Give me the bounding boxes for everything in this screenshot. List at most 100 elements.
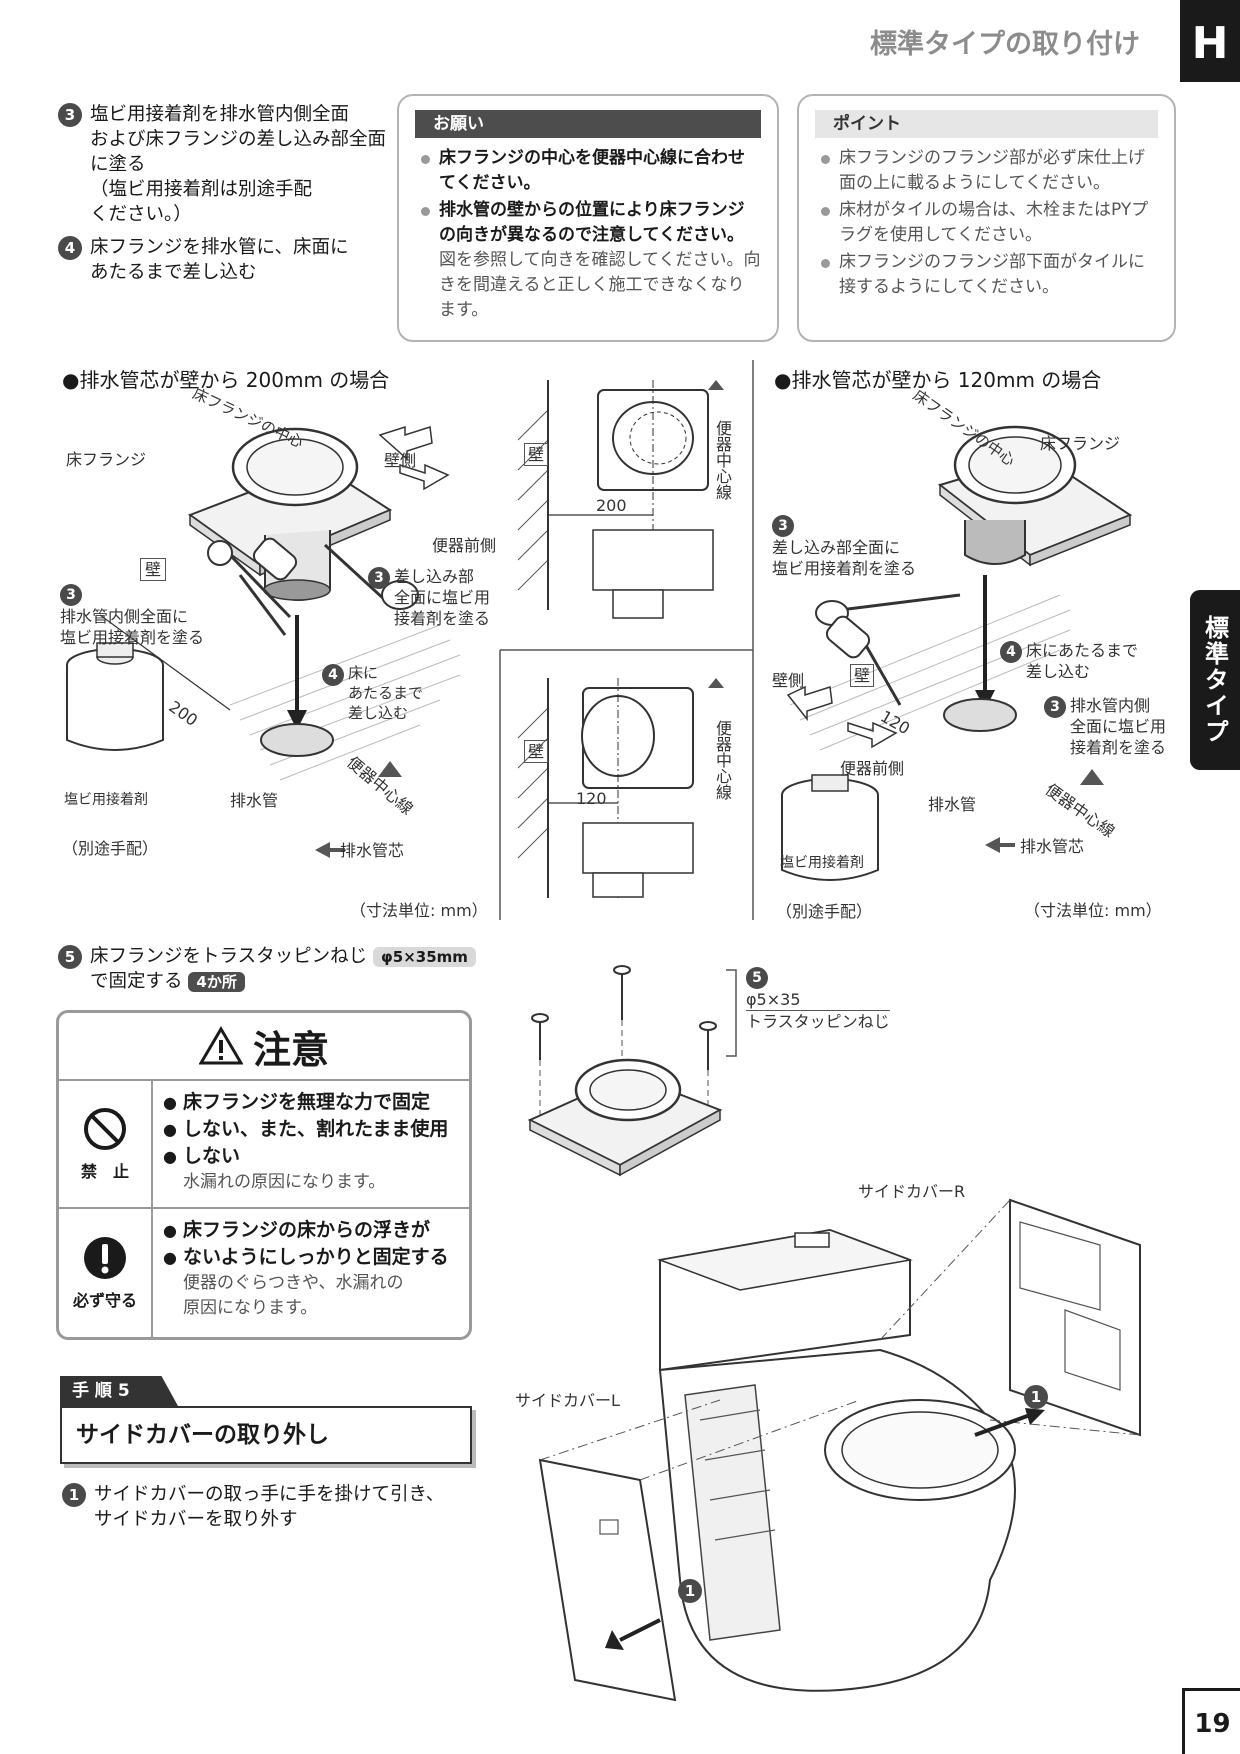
step-number: 4 [1000, 641, 1022, 663]
label-side-cover-l: サイドカバーL [515, 1391, 620, 1410]
caution-row-prohibit: 禁 止 床フランジを無理な力で固定 しない、また、割れたまま使用 しない 水漏れ… [59, 1081, 469, 1209]
adhesive-can-note: （別途手配） [62, 839, 159, 858]
step-number: 3 [368, 567, 390, 589]
step-line: 差し込む [1026, 662, 1091, 681]
caution-title: 注意 [59, 1013, 469, 1081]
step-line: 床フランジをトラスタッピンねじ φ5×35mm [90, 944, 476, 969]
caution-icon-col: 必ず守る [59, 1209, 153, 1337]
diagram-120-step3b: 3 排水管内側 全面に塩ビ用 接着剤を塗る [1044, 695, 1166, 758]
detail-200-center: 便器中心線 [713, 420, 732, 500]
step-5-line1: 床フランジをトラスタッピンねじ [90, 946, 368, 967]
step-number: 5 [58, 945, 82, 969]
step-line: あたるまで [348, 684, 424, 702]
detail-200-wall: 壁 [524, 443, 549, 466]
flange-screw-illustration [527, 965, 723, 1177]
request-item: 床フランジの中心を便器中心線に合わせてください。 [417, 146, 761, 196]
label-drain-pipe: 排水管 [230, 791, 279, 810]
caution-bold-line: しない [183, 1145, 241, 1167]
adhesive-can-label-120: 塩ビ用接着剤 [780, 855, 864, 871]
request-item-sub: 図を参照して向きを確認してください。向きを間違えると正しく施工できなくなります。 [439, 250, 761, 320]
step-line: に塗る [90, 154, 146, 175]
label-toilet-front-120: 便器前側 [840, 759, 905, 778]
caution-bold-line: ないようにしっかりと固定する [183, 1246, 449, 1268]
step-line: 塩ビ用接着剤を排水管内側全面 [90, 104, 350, 125]
step-line: 床フランジを排水管に、床面に [90, 237, 349, 258]
prohibit-icon [84, 1108, 126, 1150]
step-4: 4 床フランジを排水管に、床面に あたるまで差し込む [58, 235, 388, 285]
mandatory-label: 必ず守る [72, 1291, 137, 1310]
step-line: 差し込み部全面に [772, 538, 901, 557]
section-tab-letter: H [1180, 0, 1240, 82]
step-5: 5 床フランジをトラスタッピンねじ φ5×35mm で固定する 4か所 [58, 944, 488, 994]
step-text: 床フランジをトラスタッピンねじ φ5×35mm で固定する 4か所 [90, 944, 476, 994]
diagram-200-title: ●排水管芯が壁から 200mm の場合 [62, 368, 390, 392]
point-item: 床フランジのフランジ部下面がタイルに接するようにしてください。 [817, 250, 1158, 300]
request-item: 排水管の壁からの位置により床フランジの向きが異なるので注意してください。 図を参… [417, 198, 761, 323]
step-number: 4 [322, 664, 344, 686]
request-box: お願い 床フランジの中心を便器中心線に合わせてください。 排水管の壁からの位置に… [397, 94, 779, 342]
label-wall-side-120: 壁側 [772, 671, 805, 690]
warning-triangle-icon [198, 1026, 243, 1065]
adhesive-can-label: 塩ビ用接着剤 [64, 792, 148, 808]
step-5-line2: で固定する [90, 971, 183, 992]
step-line: 排水管内側 [1070, 696, 1151, 715]
label-drain-core-120: 排水管芯 [1020, 837, 1085, 856]
caution-box: 注意 禁 止 床フランジを無理な力で固定 しない、また、割れたまま使用 しない … [56, 1010, 472, 1340]
step-line: 排水管内側全面に [60, 607, 189, 626]
detail-200-dim: 200 [596, 496, 627, 515]
caution-bold-line: 床フランジの床からの浮きが [163, 1217, 459, 1244]
flange-200-illustration [66, 425, 461, 858]
caution-sub-line: 水漏れの原因になります。 [183, 1172, 386, 1192]
label-side-cover-r: サイドカバーR [858, 1182, 966, 1201]
detail-120-center: 便器中心線 [713, 720, 732, 800]
step-line: あたるまで差し込む [90, 262, 257, 283]
unit-note-120: （寸法単位: mm） [1024, 901, 1162, 920]
caution-bold-line-cont: しない、また、割れたまま使用 [163, 1116, 459, 1143]
request-item-bold: 排水管の壁からの位置により床フランジの向きが異なるので注意してください。 [439, 200, 745, 245]
point-item: 床材がタイルの場合は、木栓またはPYプラグを使用してください。 [817, 198, 1158, 248]
step-number: 5 [746, 967, 768, 989]
diagram-200-step3b: 3 差し込み部 全面に塩ビ用 接着剤を塗る [368, 566, 490, 629]
screw-count-chip: 4か所 [188, 972, 245, 992]
step-text: 床フランジを排水管に、床面に あたるまで差し込む [90, 235, 348, 285]
label-flange-120: 床フランジ [1040, 434, 1121, 453]
step-line: 塩ビ用接着剤を塗る [772, 559, 917, 578]
step-number: 1 [62, 1483, 86, 1507]
point-item: 床フランジのフランジ部が必ず床仕上げ面の上に載るようにしてください。 [817, 146, 1158, 196]
label-toilet-front: 便器前側 [432, 536, 497, 555]
diagram-200-step3: 3 排水管内側全面に 塩ビ用接着剤を塗る [60, 583, 204, 648]
step-line: 塩ビ用接着剤を塗る [60, 628, 205, 647]
prohibit-label: 禁 止 [80, 1162, 129, 1181]
step-number: 4 [58, 236, 82, 260]
step-line: 差し込む [348, 704, 409, 722]
screw-callout-bracket [726, 969, 737, 1057]
detail-120-wall: 壁 [524, 740, 549, 763]
label-wall-120: 壁 [850, 664, 875, 687]
toilet-side-cover-illustration [538, 1198, 1141, 1702]
step-line: （塩ビ用接着剤は別途手配 [90, 179, 313, 200]
screw-callout: 5 φ5×35 トラスタッピンねじ [746, 966, 890, 1032]
diagram-120-title: ●排水管芯が壁から 120mm の場合 [774, 368, 1102, 392]
side-section-tab: 標準タイプ [1190, 590, 1240, 770]
diagram-120-step3: 3 差し込み部全面に 塩ビ用接着剤を塗る [772, 514, 916, 579]
step-3: 3 塩ビ用接着剤を排水管内側全面 および床フランジの差し込み部全面 に塗る （塩… [58, 102, 388, 227]
diagram-120-step4: 4 床にあたるまで 差し込む [1000, 640, 1138, 682]
step-line: 差し込み部 [394, 567, 475, 586]
detail-200-topview [517, 380, 724, 620]
label-flange: 床フランジ [66, 450, 147, 469]
arrow-step-number-right: 1 [1024, 1385, 1048, 1409]
steps-top: 3 塩ビ用接着剤を排水管内側全面 および床フランジの差し込み部全面 に塗る （塩… [58, 102, 388, 285]
point-box: ポイント 床フランジのフランジ部が必ず床仕上げ面の上に載るようにしてください。 … [797, 94, 1176, 342]
screw-name: トラスタッピンねじ [746, 1012, 890, 1031]
caution-bold-line-cont: ないようにしっかりと固定する [163, 1244, 459, 1271]
step-number: 3 [772, 515, 794, 537]
step-number: 3 [1044, 696, 1066, 718]
caution-bold-line: しない、また、割れたまま使用 [183, 1118, 449, 1140]
procedure-tag: 手 順 5 [60, 1376, 178, 1406]
caution-icon-col: 禁 止 [59, 1081, 153, 1207]
step-line: 床に [348, 664, 379, 682]
step-number: 3 [58, 103, 82, 127]
procedure-title: サイドカバーの取り外し [60, 1406, 472, 1464]
detail-frame-lines [499, 360, 754, 920]
point-box-title: ポイント [815, 110, 1158, 138]
